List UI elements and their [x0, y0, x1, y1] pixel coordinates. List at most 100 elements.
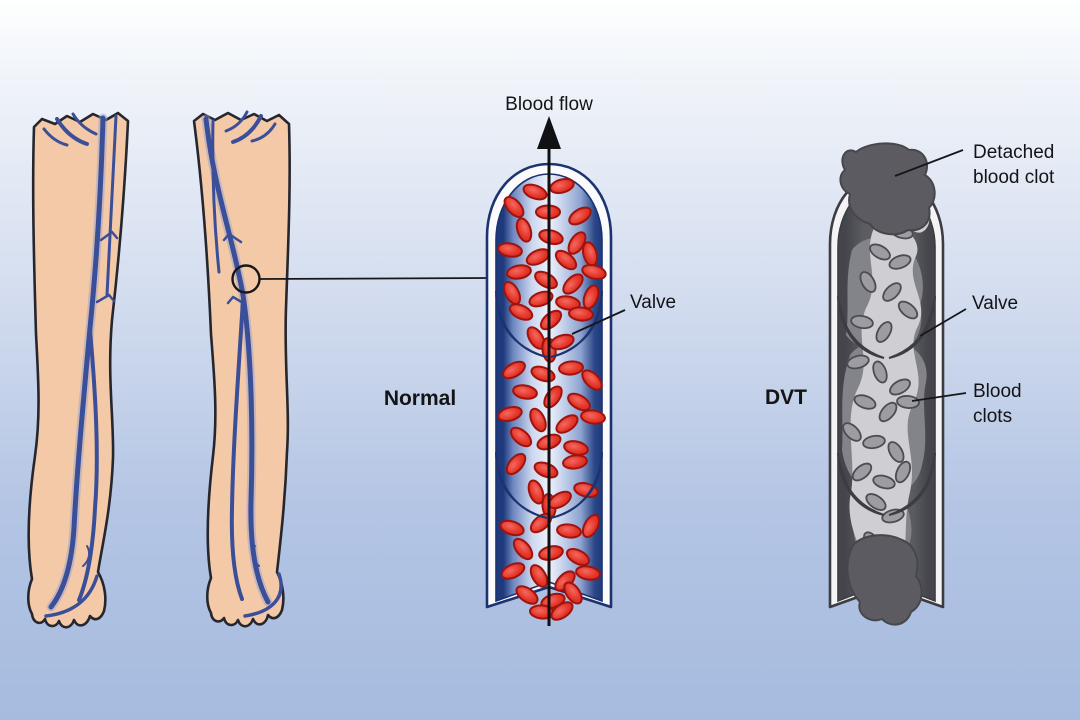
red-blood-cell [580, 409, 606, 425]
red-blood-cell [581, 263, 607, 281]
blood-clots-label-line1: Blood [973, 381, 1022, 402]
gray-blood-cell [878, 401, 898, 423]
knee-zoom-circle [231, 264, 261, 294]
red-blood-cell [558, 360, 584, 376]
gray-blood-cell [850, 314, 874, 330]
left-leg-vein-stub [71, 112, 98, 136]
red-blood-cell [527, 479, 545, 505]
gray-blood-cell [888, 254, 912, 270]
left-leg [26, 111, 130, 629]
right-leg-vein-branch [229, 298, 245, 601]
red-blood-cell [528, 290, 554, 308]
detached-clot-leader-line [894, 149, 964, 177]
blood-clots-leader-line [911, 392, 967, 402]
detached-clot-label-line1: Detached [973, 142, 1054, 163]
gray-blood-cell [846, 354, 870, 370]
red-blood-cell [555, 295, 581, 311]
gray-blood-cell [853, 394, 877, 410]
blood-flow-arrow [537, 116, 561, 626]
venous-valve-lower [495, 451, 603, 519]
blood-flow-label: Blood flow [505, 94, 593, 115]
red-blood-cell [515, 585, 539, 605]
red-blood-cell [562, 454, 588, 470]
red-blood-cell [529, 564, 549, 588]
dvt-valve-leader-line [919, 308, 967, 337]
red-blood-cell [568, 306, 594, 322]
valve-flap [837, 452, 885, 516]
left-leg-vein-twig [95, 230, 119, 304]
red-blood-cell [505, 452, 527, 476]
gray-blood-cell [851, 462, 873, 482]
left-leg-vein-stub [55, 117, 89, 146]
red-blood-cell [499, 519, 525, 537]
red-blood-cell [563, 440, 589, 456]
valve-flap [550, 290, 603, 358]
red-blood-cell [575, 565, 601, 581]
left-leg-skin [26, 111, 130, 629]
gray-blood-cell [887, 441, 905, 463]
red-blood-cell [529, 407, 547, 433]
valve-flap [495, 451, 548, 519]
red-blood-cell [555, 414, 579, 434]
gray-blood-cell [882, 282, 902, 302]
right-leg-vein-twig [222, 232, 247, 306]
red-blood-cell [568, 206, 592, 226]
venous-valve-upper [495, 290, 603, 358]
valve-flap [837, 295, 885, 359]
normal-vein-diagram: Blood flow Valve Normal [384, 94, 676, 626]
red-blood-cell [515, 217, 533, 243]
red-blood-cell [506, 264, 532, 280]
red-blood-cell [581, 369, 603, 391]
detached-blood-clot-shape [839, 142, 936, 236]
red-blood-cell [567, 392, 591, 412]
valve-flap [888, 452, 936, 516]
dvt-valve-lower [837, 452, 936, 516]
left-leg-vein-branch [77, 328, 99, 602]
valve-leader-line [571, 309, 626, 335]
dvt-label: DVT [765, 386, 807, 409]
gray-blood-cell [889, 378, 911, 396]
right-leg-side-vein [211, 119, 221, 274]
gray-blood-cell [875, 321, 893, 343]
dvt-vein-diagram: Detached blood clot Valve Blood clots DV… [765, 142, 1055, 626]
gray-blood-cell [897, 300, 919, 320]
red-blood-cell [497, 242, 523, 258]
red-blood-cell [512, 384, 538, 400]
legs-illustration [26, 110, 491, 629]
right-leg-vein-stub [231, 114, 263, 144]
valve-flap [550, 451, 603, 519]
red-blood-cell [565, 547, 591, 567]
valve-label-dvt: Valve [972, 293, 1018, 314]
bottom-blood-clot-shape [846, 534, 923, 626]
normal-label: Normal [384, 387, 456, 410]
left-leg-vein-stub [42, 127, 69, 147]
right-leg-skin [192, 111, 291, 628]
left-leg-side-vein [105, 114, 118, 297]
red-blood-cell [563, 581, 583, 605]
right-ankle-vein-twig [251, 545, 260, 567]
flow-arrowhead [537, 116, 561, 149]
zoom-connector-line [258, 277, 491, 280]
red-blood-cell [556, 523, 582, 539]
red-blood-cells [497, 177, 607, 621]
red-blood-cell [509, 426, 533, 448]
red-blood-cell [497, 405, 523, 423]
red-blood-cell [549, 333, 575, 351]
valve-flap [495, 290, 548, 358]
red-blood-cell [581, 513, 601, 539]
gray-blood-cell [862, 434, 886, 450]
right-leg-vein-stub [250, 122, 277, 143]
gray-blood-cell [842, 422, 862, 442]
red-blood-cell [500, 562, 526, 580]
red-blood-cell [554, 249, 578, 271]
red-blood-cell [562, 273, 584, 295]
gray-blood-cell [894, 460, 912, 484]
left-ankle-vein-twig [82, 545, 91, 567]
gray-blood-cell [865, 493, 887, 511]
left-leg-main-vein [48, 115, 106, 610]
red-blood-cell [522, 183, 548, 201]
left-foot-vein [44, 574, 99, 618]
red-blood-cell [508, 303, 534, 321]
red-blood-cell [502, 360, 526, 380]
